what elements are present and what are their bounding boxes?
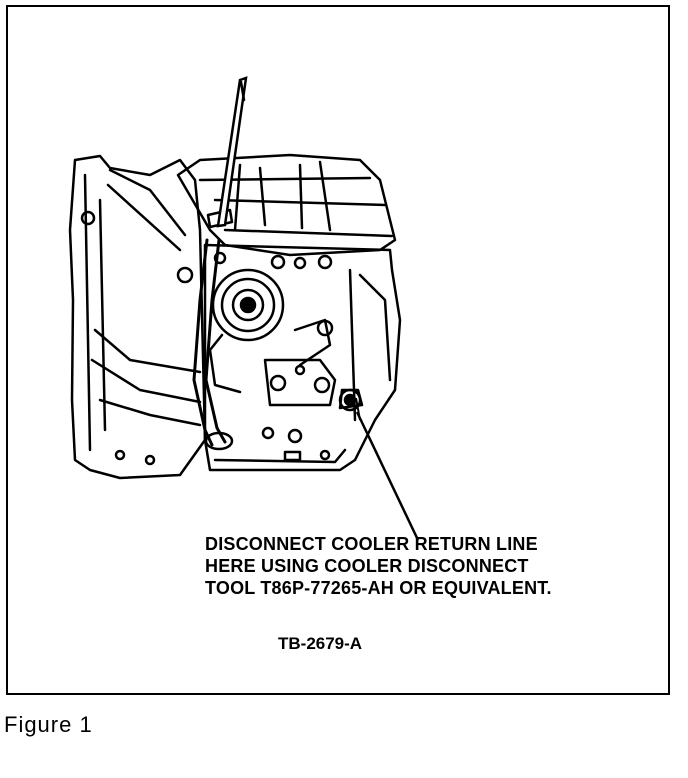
- dipstick-handle: [216, 76, 248, 228]
- reference-code: TB-2679-A: [278, 634, 363, 653]
- figure-caption: Figure 1: [4, 712, 93, 737]
- callout-text: DISCONNECT COOLER RETURN LINE HERE USING…: [205, 533, 552, 599]
- bolt-icon: [213, 251, 227, 265]
- bolt-icon: [176, 266, 194, 284]
- bolt-icon: [317, 254, 333, 270]
- bolt-icon: [313, 376, 331, 394]
- bell-housing: [68, 154, 207, 480]
- transmission-case: [203, 243, 402, 472]
- bolt-icon: [293, 256, 307, 270]
- leader-line: [355, 411, 420, 541]
- dipstick-tube: [192, 238, 214, 447]
- figure-frame: [6, 5, 670, 695]
- bolt-icon: [270, 254, 286, 270]
- bolt-icon: [80, 210, 96, 226]
- callout-line: TOOL T86P-77265-AH OR EQUIVALENT.: [205, 578, 552, 598]
- bolt-icon: [316, 319, 334, 337]
- bolt-icon: [269, 374, 287, 392]
- callout-line: DISCONNECT COOLER RETURN LINE: [205, 534, 538, 554]
- callout-line: HERE USING COOLER DISCONNECT: [205, 556, 529, 576]
